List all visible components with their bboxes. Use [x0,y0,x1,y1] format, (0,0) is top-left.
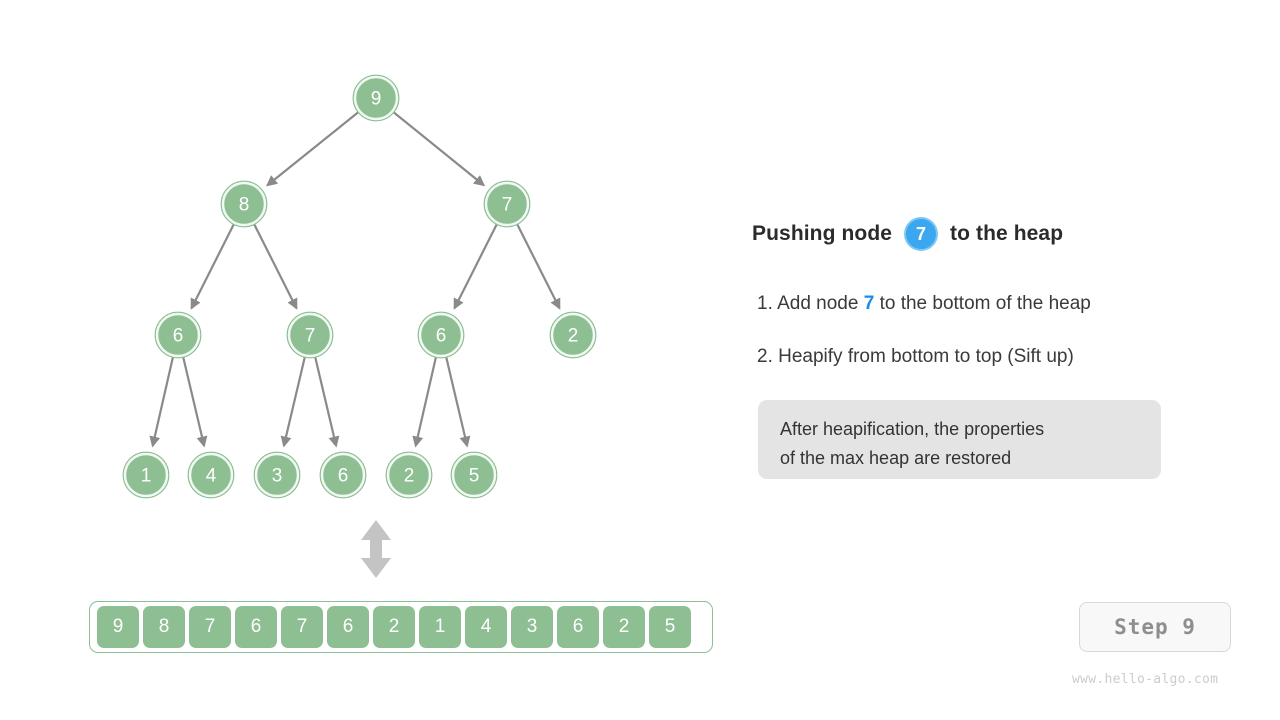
tree-node-circle [451,452,497,498]
tree-node-outer-ring [220,180,268,228]
tree-node-outer-ring [483,180,531,228]
tree-node-circle [418,312,464,358]
callout-note: After heapification, the properties of t… [758,400,1161,479]
tree-edge [516,224,561,310]
instruction-1-post: to the bottom of the heap [874,293,1091,314]
tree-node: 7 [286,311,334,359]
array-cell: 6 [327,606,369,648]
tree-node-circle [254,452,300,498]
tree-node-circle [353,75,399,121]
tree-node-label: 6 [338,466,349,487]
tree-node-label: 6 [173,326,184,347]
tree-node-circle [320,452,366,498]
array-cell: 1 [419,606,461,648]
tree-node-label: 3 [272,466,283,487]
tree-node-circle [221,181,267,227]
tree-node-label: 6 [436,326,447,347]
tree-node-label: 1 [141,466,152,487]
tree-node: 5 [450,451,498,499]
tree-edge [412,357,437,448]
tree-node-label: 7 [305,326,316,347]
tree-node-circle [155,312,201,358]
tree-edge [280,357,306,448]
tree-node: 1 [122,451,170,499]
tree-node: 9 [352,74,400,122]
tree-edge [190,224,235,310]
tree-edge [453,224,498,310]
array-cell: 6 [557,606,599,648]
tree-node-outer-ring [122,451,170,499]
tree-node-circle [386,452,432,498]
tree-node-outer-ring [352,74,400,122]
binary-tree-graph: 9 8 7 6 7 6 2 1 4 3 6 2 5 [122,74,597,499]
tree-node-outer-ring [286,311,334,359]
tree-node-circle [287,312,333,358]
tree-node-label: 2 [568,326,579,347]
tree-node-label: 5 [469,466,480,487]
tree-node-label: 8 [239,195,250,216]
callout-line-2: of the max heap are restored [780,448,1012,468]
tree-node-outer-ring [253,451,301,499]
tree-node-label: 2 [404,466,415,487]
info-panel: Pushing node 7 to the heap 1. Add node 7… [752,0,1280,720]
array-cell: 6 [235,606,277,648]
tree-nodes: 9 8 7 6 7 6 2 1 4 3 6 2 5 [122,74,597,499]
tree-node-outer-ring [187,451,235,499]
pushed-node-badge: 7 [904,217,939,251]
tree-node-outer-ring [417,311,465,359]
tree-node-outer-ring [450,451,498,499]
tree-edges [149,111,561,448]
array-cell: 7 [189,606,231,648]
tree-node: 3 [253,451,301,499]
sync-up-down-arrow-icon [361,520,391,578]
tree-node: 6 [417,311,465,359]
tree-node-label: 9 [371,89,382,110]
tree-node-outer-ring [319,451,367,499]
instruction-item-1: 1. Add node 7 to the bottom of the heap [757,293,1091,315]
tree-edge [445,357,471,448]
tree-edge [266,111,359,187]
title-prefix: Pushing node [752,222,893,245]
tree-node-outer-ring [385,451,433,499]
instruction-1-value: 7 [863,293,875,314]
step-badge: Step 9 [1079,602,1231,652]
tree-node-circle [484,181,530,227]
array-cell: 9 [97,606,139,648]
callout-line-1: After heapification, the properties [780,419,1045,439]
tree-node: 6 [154,311,202,359]
watermark: www.hello-algo.com [1072,672,1219,687]
array-cell: 3 [511,606,553,648]
instruction-item-2: 2. Heapify from bottom to top (Sift up) [757,346,1074,367]
page-title: Pushing node 7 to the heap [752,217,1063,251]
array-cell: 7 [281,606,323,648]
tree-edge [314,357,340,448]
tree-node: 7 [483,180,531,228]
tree-edge [149,357,174,448]
tree-node: 4 [187,451,235,499]
tree-edge [182,357,208,448]
tree-node-outer-ring [549,311,597,359]
tree-node-outer-ring [154,311,202,359]
tree-node: 2 [549,311,597,359]
title-suffix: to the heap [950,222,1064,245]
array-cell: 5 [649,606,691,648]
tree-node-label: 7 [502,195,513,216]
tree-node-circle [550,312,596,358]
array-cell: 8 [143,606,185,648]
tree-node: 2 [385,451,433,499]
array-cell: 4 [465,606,507,648]
array-cell: 2 [373,606,415,648]
tree-node-circle [123,452,169,498]
tree-edge [393,111,486,187]
tree-edge [253,224,298,310]
tree-node-circle [188,452,234,498]
tree-node: 8 [220,180,268,228]
tree-node: 6 [319,451,367,499]
instruction-1-pre: 1. Add node [757,293,864,314]
array-cell: 2 [603,606,645,648]
tree-node-label: 4 [206,466,217,487]
